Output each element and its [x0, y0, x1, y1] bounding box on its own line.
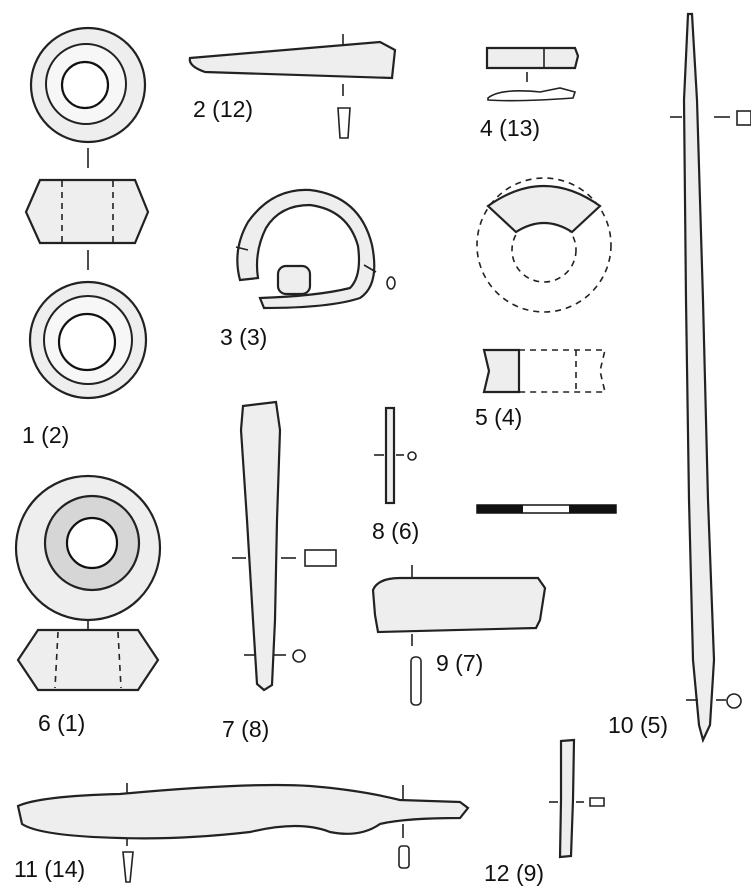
artifact-10-drawing: [670, 12, 751, 744]
artifact-8-drawing: [374, 406, 417, 505]
artifact-1-drawing: [24, 26, 150, 400]
artifact-5-drawing: [476, 177, 612, 394]
artifact-3-tick-left: [235, 246, 249, 251]
artifact-3-drawing: [235, 188, 396, 310]
artifact-6-label: 6 (1): [38, 710, 86, 736]
artifact-3-fragment: [276, 264, 312, 296]
artifact-3-rod: [236, 188, 376, 310]
artifact-5-inner-reconstruction: [511, 217, 577, 283]
artifact-8-face: [384, 406, 396, 505]
artifact-5-outer-reconstruction: [476, 177, 612, 313]
artifact-9-face: [371, 576, 547, 634]
artifact-9-label: 9 (7): [436, 650, 484, 676]
artifact-6-side: [16, 628, 160, 692]
artifact-10-section-2: [726, 693, 742, 709]
artifact-2-section: [337, 107, 351, 139]
artifact-11-face: [16, 783, 470, 840]
artifact-1-bottom-hole: [57, 312, 117, 372]
artifact-5-side-reconstruction: [519, 349, 607, 393]
artifact-12-label: 12 (9): [484, 860, 545, 886]
artifact-5-label: 5 (4): [475, 404, 523, 430]
artifact-3-tick-right: [363, 264, 377, 273]
artifact-11-section-2: [398, 845, 410, 869]
artifact-6-top-hole: [65, 516, 119, 570]
artifact-9-drawing: [371, 565, 547, 706]
artifact-10-face: [682, 12, 716, 744]
artifact-8-label: 8 (6): [372, 518, 420, 544]
artifact-10-label: 10 (5): [608, 712, 669, 738]
artifact-1-top-hole: [60, 60, 110, 110]
artifact-7-section-2: [292, 649, 306, 663]
artifact-1-side: [24, 178, 150, 245]
artifact-7-drawing: [232, 400, 337, 692]
artifact-1-label: 1 (2): [22, 422, 70, 448]
artifact-6-drawing: [14, 474, 162, 692]
scale-bar-segment-1: [477, 505, 523, 513]
artifact-3-section: [386, 276, 396, 290]
artifact-5-preserved-part: [486, 184, 602, 234]
artifact-7-face: [239, 400, 282, 692]
artifact-11-drawing: [16, 783, 470, 883]
artifact-8-section: [407, 451, 417, 461]
artifact-4-drawing: [485, 46, 580, 102]
artifact-6-bore-right: [117, 631, 122, 689]
scale-bar-segment-3: [569, 505, 616, 513]
artifact-12-drawing: [549, 738, 605, 859]
artifact-7-label: 7 (8): [222, 716, 270, 742]
artifact-6-bore-left: [54, 631, 59, 689]
artifact-2-label: 2 (12): [193, 96, 254, 122]
artifact-5-side-preserved: [482, 348, 521, 394]
artifact-3-label: 3 (3): [220, 324, 268, 350]
artifact-11-section-1: [122, 851, 134, 883]
artifact-9-section: [410, 656, 422, 706]
artifact-2-drawing: [188, 34, 397, 139]
artifact-4-section: [487, 87, 577, 102]
artifact-2-face: [188, 40, 397, 80]
artifact-12-face: [558, 738, 576, 859]
artifact-11-label: 11 (14): [14, 856, 86, 882]
artifact-10-section-1: [736, 110, 751, 126]
scale-bar: [476, 504, 617, 514]
artifact-4-label: 4 (13): [480, 115, 541, 141]
artifact-4-face: [485, 46, 580, 70]
artifact-12-section: [589, 797, 605, 807]
artifact-7-section-1: [304, 549, 337, 567]
